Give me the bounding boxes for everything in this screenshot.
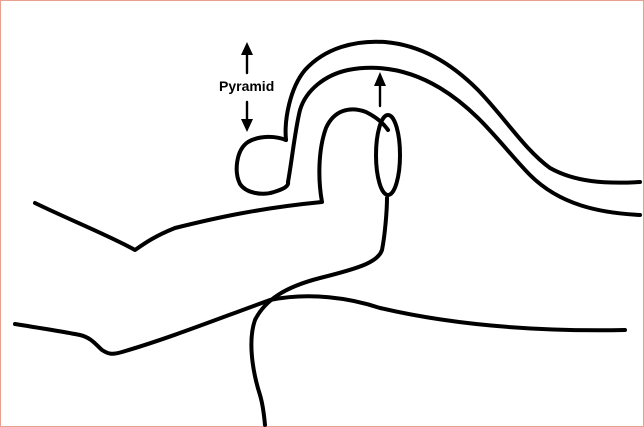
up-arrow-icon	[374, 72, 386, 106]
lower-arm-bottom-contour	[15, 296, 625, 353]
pyramid-label: Pyramid	[219, 78, 274, 94]
pyramid-bulb	[237, 137, 288, 194]
arm-top-contour	[35, 109, 388, 250]
hand-underside-contour	[251, 198, 387, 425]
inner-arch-curve	[288, 68, 640, 215]
